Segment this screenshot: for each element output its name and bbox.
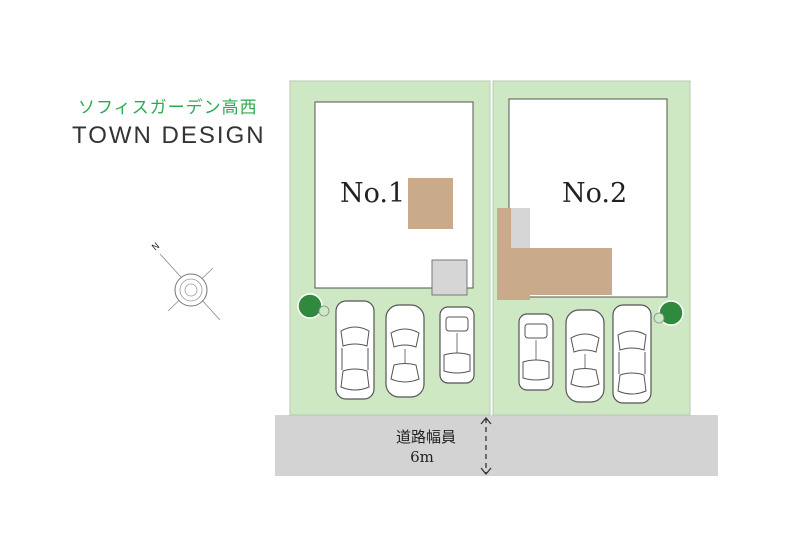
- lot-2-label: No.2: [562, 178, 627, 209]
- lot-1-entrance: [408, 178, 453, 229]
- car-icon: [439, 306, 475, 384]
- compass-north-label: N: [151, 241, 163, 253]
- lot-1-label: No.1: [340, 178, 405, 209]
- lot-2-porch: [511, 208, 530, 248]
- car-icon: [385, 304, 425, 398]
- car-icon: [335, 300, 375, 400]
- road-width-label: 道路幅員: [396, 428, 456, 446]
- page-title: TOWN DESIGN: [72, 122, 266, 149]
- car-icon: [518, 313, 554, 391]
- road-width-value: 6m: [410, 448, 434, 466]
- development-name: ソフィスガーデン高西: [78, 98, 258, 118]
- lot-1-porch: [431, 259, 468, 296]
- shrub-icon: [653, 312, 665, 324]
- car-icon: [565, 309, 605, 403]
- car-icon: [612, 304, 652, 404]
- road: [275, 415, 718, 476]
- compass-icon: N: [151, 241, 221, 321]
- tree-icon: [297, 293, 323, 319]
- shrub-icon: [318, 305, 330, 317]
